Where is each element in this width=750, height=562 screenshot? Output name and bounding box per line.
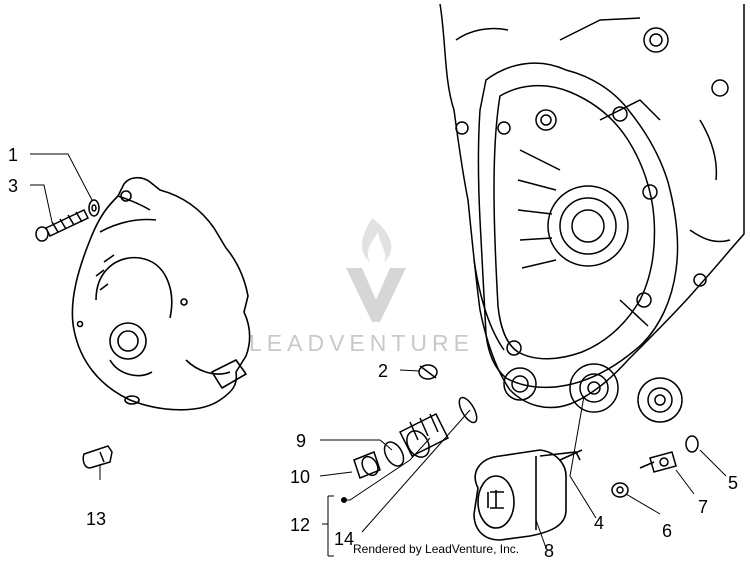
callout-8: 8 (544, 541, 555, 561)
callout-12: 12 (290, 515, 311, 535)
strainer-parts (353, 364, 478, 479)
oil-filter (473, 449, 583, 541)
callout-9: 9 (296, 431, 307, 451)
callout-13: 13 (86, 509, 107, 529)
leadventure-flame-logo (346, 218, 406, 322)
callout-14: 14 (334, 529, 355, 549)
callout-1: 1 (8, 145, 19, 165)
bolt-and-washer (35, 199, 100, 242)
leader-lines (30, 153, 727, 557)
callout-10: 10 (290, 467, 311, 487)
generator-cover (71, 176, 251, 411)
watermark-text: LEADVENTURE (249, 330, 474, 356)
sensor-parts (611, 435, 699, 498)
crankcase (439, 3, 745, 423)
callout-4: 4 (594, 513, 605, 533)
render-credit: Rendered by LeadVenture, Inc. (353, 542, 520, 556)
callout-6: 6 (662, 521, 673, 541)
callout-7: 7 (698, 497, 709, 517)
clip-part (82, 445, 113, 469)
callout-2: 2 (378, 361, 389, 381)
callout-3: 3 (8, 176, 19, 196)
callout-5: 5 (728, 473, 739, 493)
